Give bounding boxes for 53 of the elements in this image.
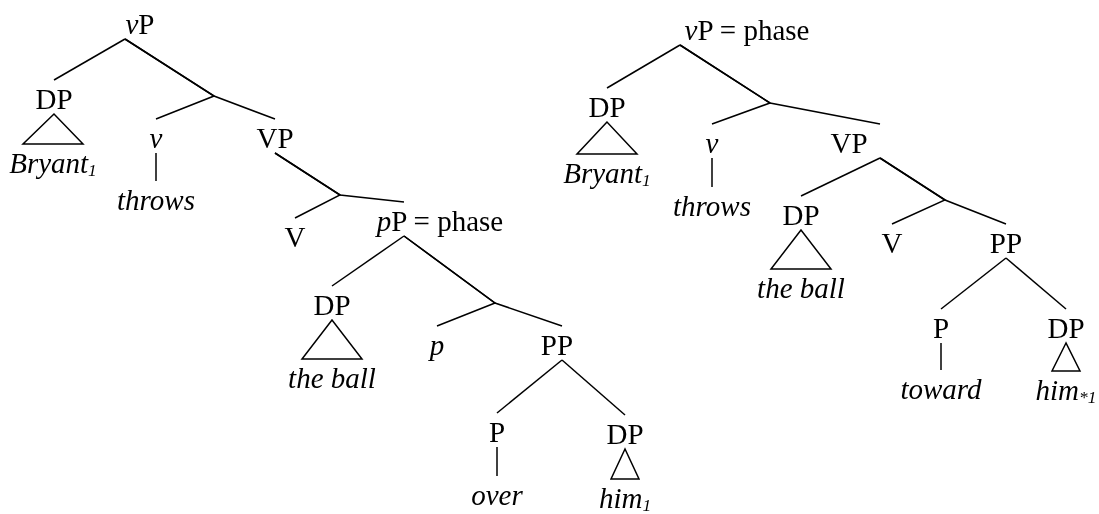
branch-line	[940, 257, 1007, 310]
head-label: p	[427, 326, 447, 360]
word-label: the ball	[286, 359, 378, 393]
head-label: P	[486, 413, 508, 447]
branch-line	[879, 157, 1007, 225]
branch-line	[561, 359, 626, 416]
phrase-label: DP	[33, 80, 75, 114]
head-label: V	[879, 224, 905, 258]
word-label: Bryant$_{1}$	[7, 144, 99, 178]
word-label: toward	[898, 370, 984, 404]
branch-line	[496, 446, 498, 477]
branch-line	[606, 44, 681, 89]
head-label: v	[147, 119, 165, 153]
phrase-label: vP = phase	[682, 11, 812, 45]
phrase-label: vP	[123, 5, 157, 39]
phrase-label: DP	[604, 415, 646, 449]
branch-line	[711, 157, 713, 188]
triangle-branch	[300, 318, 364, 360]
word-label: throws	[115, 181, 197, 215]
phrase-label: VP	[254, 119, 296, 153]
phrase-label: DP	[780, 196, 822, 230]
branch-line	[1005, 257, 1067, 310]
word-label: Bryant$_{1}$	[561, 154, 653, 188]
head-label: V	[282, 218, 308, 252]
branch-line	[496, 359, 563, 414]
branch-line	[403, 235, 563, 327]
triangle-branch	[575, 120, 639, 155]
word-label: over	[469, 476, 525, 510]
branch-line	[155, 152, 157, 182]
word-label: throws	[671, 187, 753, 221]
head-label: v	[703, 124, 721, 158]
phrase-label: VP	[828, 124, 870, 158]
phrase-label: pP = phase	[374, 202, 506, 236]
phrase-label: DP	[311, 286, 353, 320]
triangle-branch	[21, 112, 85, 145]
branch-line	[274, 152, 405, 203]
head-label: P	[930, 309, 952, 343]
phrase-label: PP	[538, 326, 576, 360]
triangle-branch	[769, 228, 833, 270]
triangle-branch	[609, 447, 641, 480]
branch-line	[53, 38, 126, 81]
word-label: the ball	[755, 269, 847, 303]
branch-line	[124, 38, 276, 120]
phrase-label: PP	[987, 224, 1025, 258]
branch-line	[800, 157, 881, 197]
branch-line	[679, 44, 881, 125]
phrase-label: DP	[586, 88, 628, 122]
branch-line	[940, 342, 942, 371]
triangle-branch	[1050, 341, 1082, 372]
branch-line	[331, 235, 405, 287]
word-label: him$_{1}$	[596, 479, 654, 513]
phrase-label: DP	[1045, 309, 1087, 343]
word-label: him$_{*1}$	[1033, 371, 1099, 405]
